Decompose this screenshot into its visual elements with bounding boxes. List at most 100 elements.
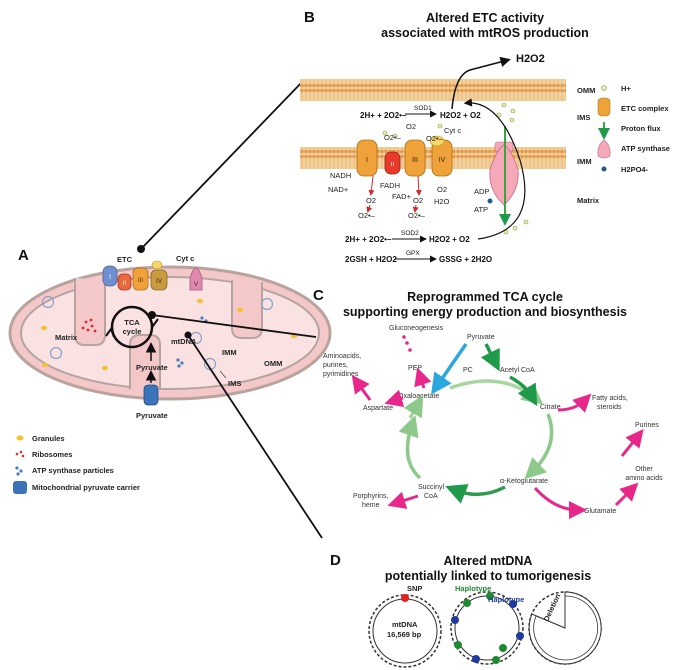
pyruvate-carrier-icon — [143, 384, 159, 406]
connector-to-d — [187, 334, 323, 539]
fad-label: FAD+ — [392, 192, 412, 201]
gluconeogenesis-dot — [408, 348, 412, 352]
complex-v-icon — [189, 267, 203, 291]
legend-b: H+ ETC complex Proton flux ATP synthase … — [597, 84, 670, 174]
o2-label-1: O2 — [366, 196, 376, 205]
aminoacids-label-3: pyrimidines — [323, 371, 359, 378]
tca-label: TCA — [124, 318, 140, 327]
h2o-label: H2O — [434, 197, 450, 206]
panel-c-title-1: Reprogrammed TCA cycle — [407, 290, 563, 304]
etc-complexes-b: I II III IV Cyt c — [356, 126, 461, 177]
superoxide-label-1: O2•– — [358, 211, 376, 220]
panel-b: B Altered ETC activity associated with m… — [300, 9, 670, 264]
fatty-acids-label-1: Fatty acids, — [592, 395, 628, 402]
panel-d-title-1: Altered mtDNA — [444, 554, 533, 568]
sod1-label: SOD1 — [414, 105, 432, 112]
panel-c-title-2: supporting energy production and biosynt… — [343, 305, 627, 319]
mtdna-label-a: mtDNA — [171, 337, 197, 346]
ketoglutarate-label: α-Ketoglutarate — [500, 478, 548, 485]
haplotype-blue-label: Haplotype — [488, 595, 524, 604]
mtdna-circle-2 — [450, 591, 524, 665]
imm-label-b: IMM — [577, 157, 592, 166]
oaa-to-aspartate-arrow — [384, 389, 405, 408]
glutamate-branch-arrow — [614, 482, 639, 507]
ribosomes — [81, 318, 97, 333]
sod2-products: H2O2 + O2 — [429, 235, 470, 244]
adp-label: ADP — [474, 187, 489, 196]
legend-mpc: Mitochondrial pyruvate carrier — [32, 483, 140, 492]
gpx-products: GSSG + 2H2O — [439, 255, 492, 264]
omm-label-a: OMM — [264, 359, 282, 368]
ros-leak-arrow — [412, 204, 419, 213]
legend-proton: H+ — [621, 84, 631, 93]
o2-label-ims: O2 — [406, 122, 416, 131]
complex-iii-b-icon — [404, 139, 426, 177]
gpx-substrates: 2GSH + H2O2 — [345, 255, 397, 264]
porphyrins-label-2: heme — [362, 502, 380, 509]
etc-label: ETC — [117, 255, 133, 264]
outer-membrane-b — [300, 79, 566, 101]
panel-d-letter: D — [330, 552, 341, 569]
cyt-c-label-a: Cyt c — [176, 254, 194, 263]
ims-pointer — [219, 370, 227, 379]
citrate-branch-arrow — [557, 393, 592, 413]
matrix-label-b: Matrix — [577, 196, 600, 205]
complex-i-b-label: I — [366, 157, 368, 164]
pyruvate-inner-label: Pyruvate — [136, 363, 168, 372]
h2o2-escape-label: H2O2 — [516, 53, 545, 65]
legend-a: Granules Ribosomes ATP synthase particle… — [13, 434, 140, 494]
legend-atp-synthase: ATP synthase — [621, 144, 670, 153]
fatty-acids-label-2: steroids — [597, 404, 622, 411]
atp-label: ATP — [474, 205, 488, 214]
cycle-label: cycle — [123, 327, 142, 336]
atp-synthase-particles — [176, 316, 208, 368]
deletion-inner — [533, 595, 599, 661]
snp-marker — [401, 594, 409, 602]
superoxide-label-ims-1: O2•– — [384, 133, 402, 142]
sod2-label: SOD2 — [401, 230, 419, 237]
acetyl-coa-arrow — [509, 375, 538, 407]
aspartate-branch-arrow — [351, 374, 372, 401]
ros-leak-arrow — [415, 175, 422, 196]
connector-to-c — [151, 314, 317, 338]
gluconeogenesis-dot — [405, 341, 409, 345]
atp-synthase-icon — [597, 139, 611, 159]
succinyl-label-1: Succinyl — [418, 484, 445, 491]
aminoacids-label-2: purines, — [323, 362, 348, 369]
acetyl-coa-label: Acetyl CoA — [500, 367, 535, 374]
phosphate-dot — [487, 198, 493, 204]
complex-iv-icon — [150, 269, 168, 291]
tca-step-arrow — [524, 413, 554, 480]
panel-d-title-2: potentially linked to tumorigenesis — [385, 569, 591, 583]
carrier-legend-icon — [13, 481, 27, 494]
pep-label: PEP — [408, 365, 422, 372]
legend-phosphate: H2PO4- — [621, 165, 649, 174]
gluconeogenesis-label: Gluconeogenesis — [389, 325, 444, 332]
complex-iv-b-label: IV — [439, 157, 446, 164]
etc-complexes-a: I II III IV V — [102, 260, 203, 291]
phosphate-icon — [601, 166, 607, 172]
panel-c-letter: C — [313, 287, 324, 304]
connector-to-b — [140, 79, 305, 250]
omm-label-b: OMM — [577, 86, 595, 95]
o2-label-3: O2 — [437, 185, 447, 194]
citrate-label: Citrate — [540, 404, 561, 411]
complex-i-b-icon — [356, 139, 378, 177]
tca-arrowhead — [149, 317, 159, 329]
panel-d: D Altered mtDNA potentially linked to tu… — [330, 552, 602, 668]
crista — [231, 280, 263, 339]
legend-etc-complex: ETC complex — [621, 104, 669, 113]
ros-leak-arrow — [366, 204, 373, 213]
fadh-label: FADH — [380, 181, 400, 190]
complex-i-icon — [102, 265, 118, 287]
complex-i-label: I — [109, 274, 111, 281]
purines-label: Purines — [635, 422, 659, 429]
other-aa-label-2: amino acids — [625, 475, 663, 482]
ros-leak-arrow — [368, 175, 375, 196]
matrix-label: Matrix — [55, 333, 78, 342]
mtdna-circle-1 — [368, 594, 442, 668]
ims-label-a: IMS — [228, 379, 241, 388]
complex-iii-label: III — [138, 278, 143, 284]
pyruvate-outer-label: Pyruvate — [136, 411, 168, 420]
